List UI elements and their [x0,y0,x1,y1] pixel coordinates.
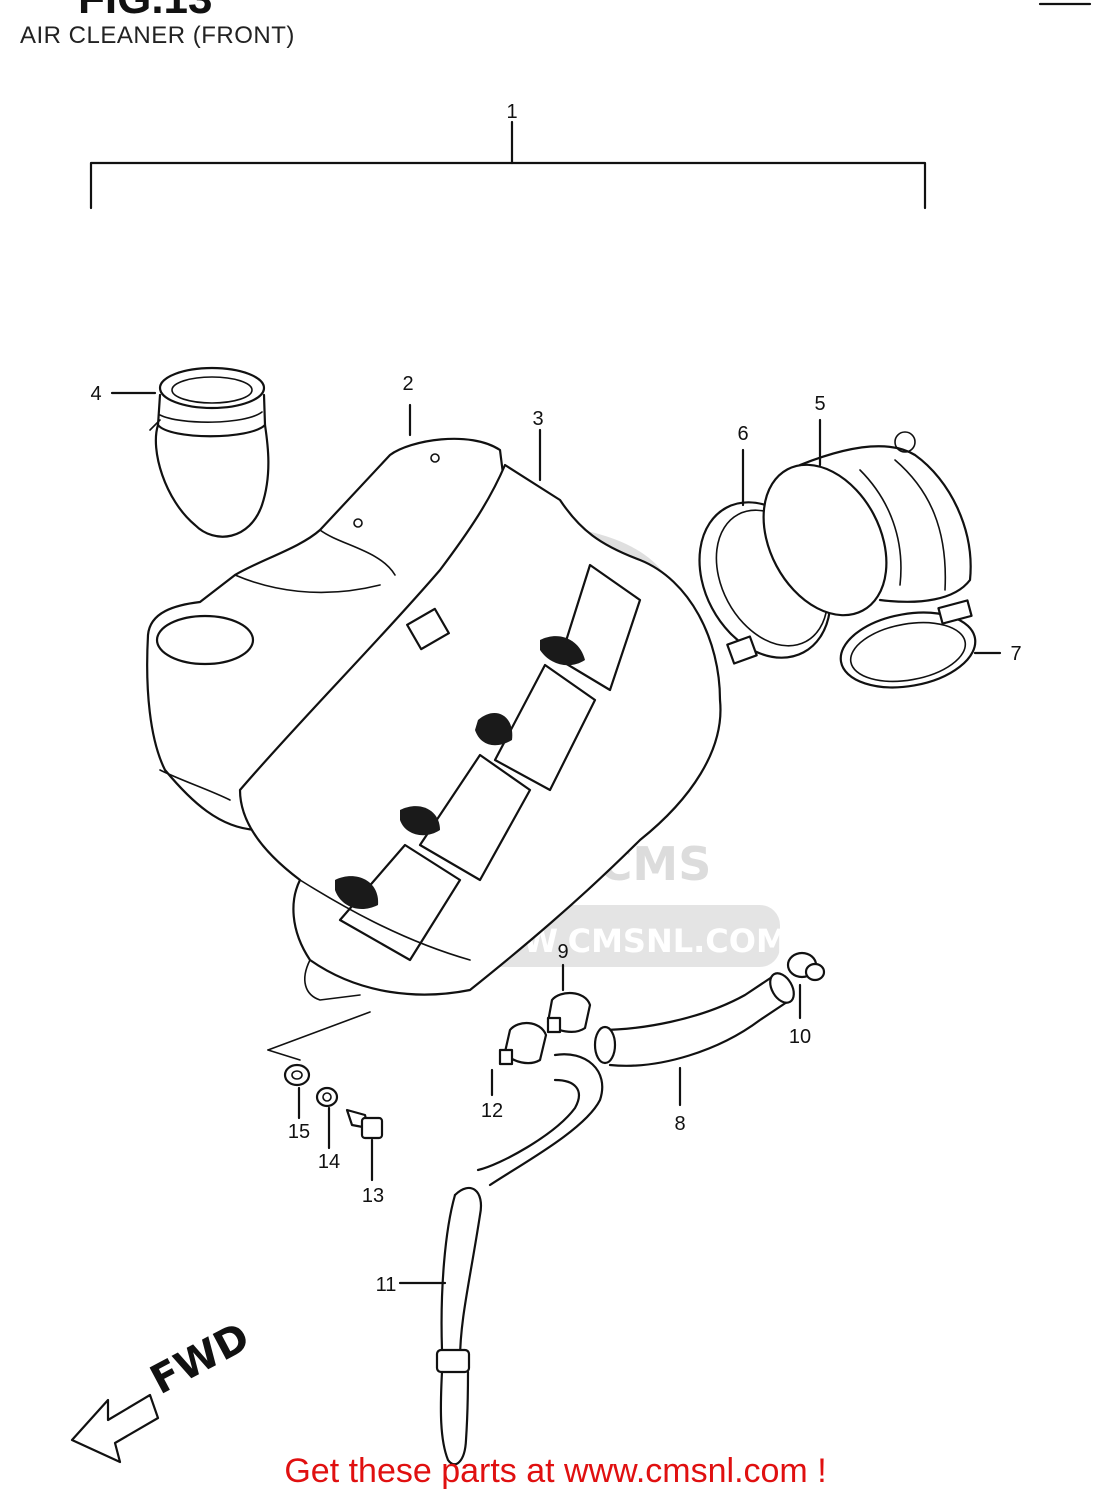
part-9-clamp [546,963,592,1034]
part-11-drain-hose [398,1053,604,1466]
cmsnl-promo-link[interactable]: Get these parts at www.cmsnl.com ! [284,1452,827,1490]
callout-6: 6 [737,423,748,445]
callout-8: 8 [674,1113,685,1135]
part-7-clamp [839,599,1002,689]
callout-12: 12 [481,1100,503,1122]
callout-1: 1 [506,101,517,123]
figure-number-fragment: FIG.13 [78,0,213,24]
part-13-bolt [345,1108,384,1182]
callout-15: 15 [288,1121,310,1143]
callout-13: 13 [362,1185,384,1207]
part-10-clip [786,951,826,1020]
part-4-intake-funnel [110,366,270,538]
part-12-clamp [490,1022,548,1097]
callout-7: 7 [1010,643,1021,665]
part-3-air-cleaner-case [238,428,722,1061]
callout-labels: 1 2 3 4 5 6 7 8 9 10 11 12 13 14 15 [90,101,1021,1296]
part-15-washer [283,1063,311,1120]
assembly-bracket-1 [89,120,927,210]
callout-4: 4 [90,383,101,405]
part-5-intake-pipe [762,418,972,617]
part-8-hose [593,972,795,1107]
part-14-washer [315,1086,339,1150]
forward-direction-label: FWD [143,1314,257,1404]
forward-direction-indicator: FWD [70,1314,257,1464]
callout-2: 2 [402,373,413,395]
callout-11: 11 [376,1274,397,1296]
callout-14: 14 [318,1151,340,1173]
diagram-title: AIR CLEANER (FRONT) [20,22,295,49]
callout-10: 10 [789,1026,811,1048]
callout-9: 9 [557,941,568,963]
callout-5: 5 [814,393,825,415]
callout-3: 3 [532,408,543,430]
